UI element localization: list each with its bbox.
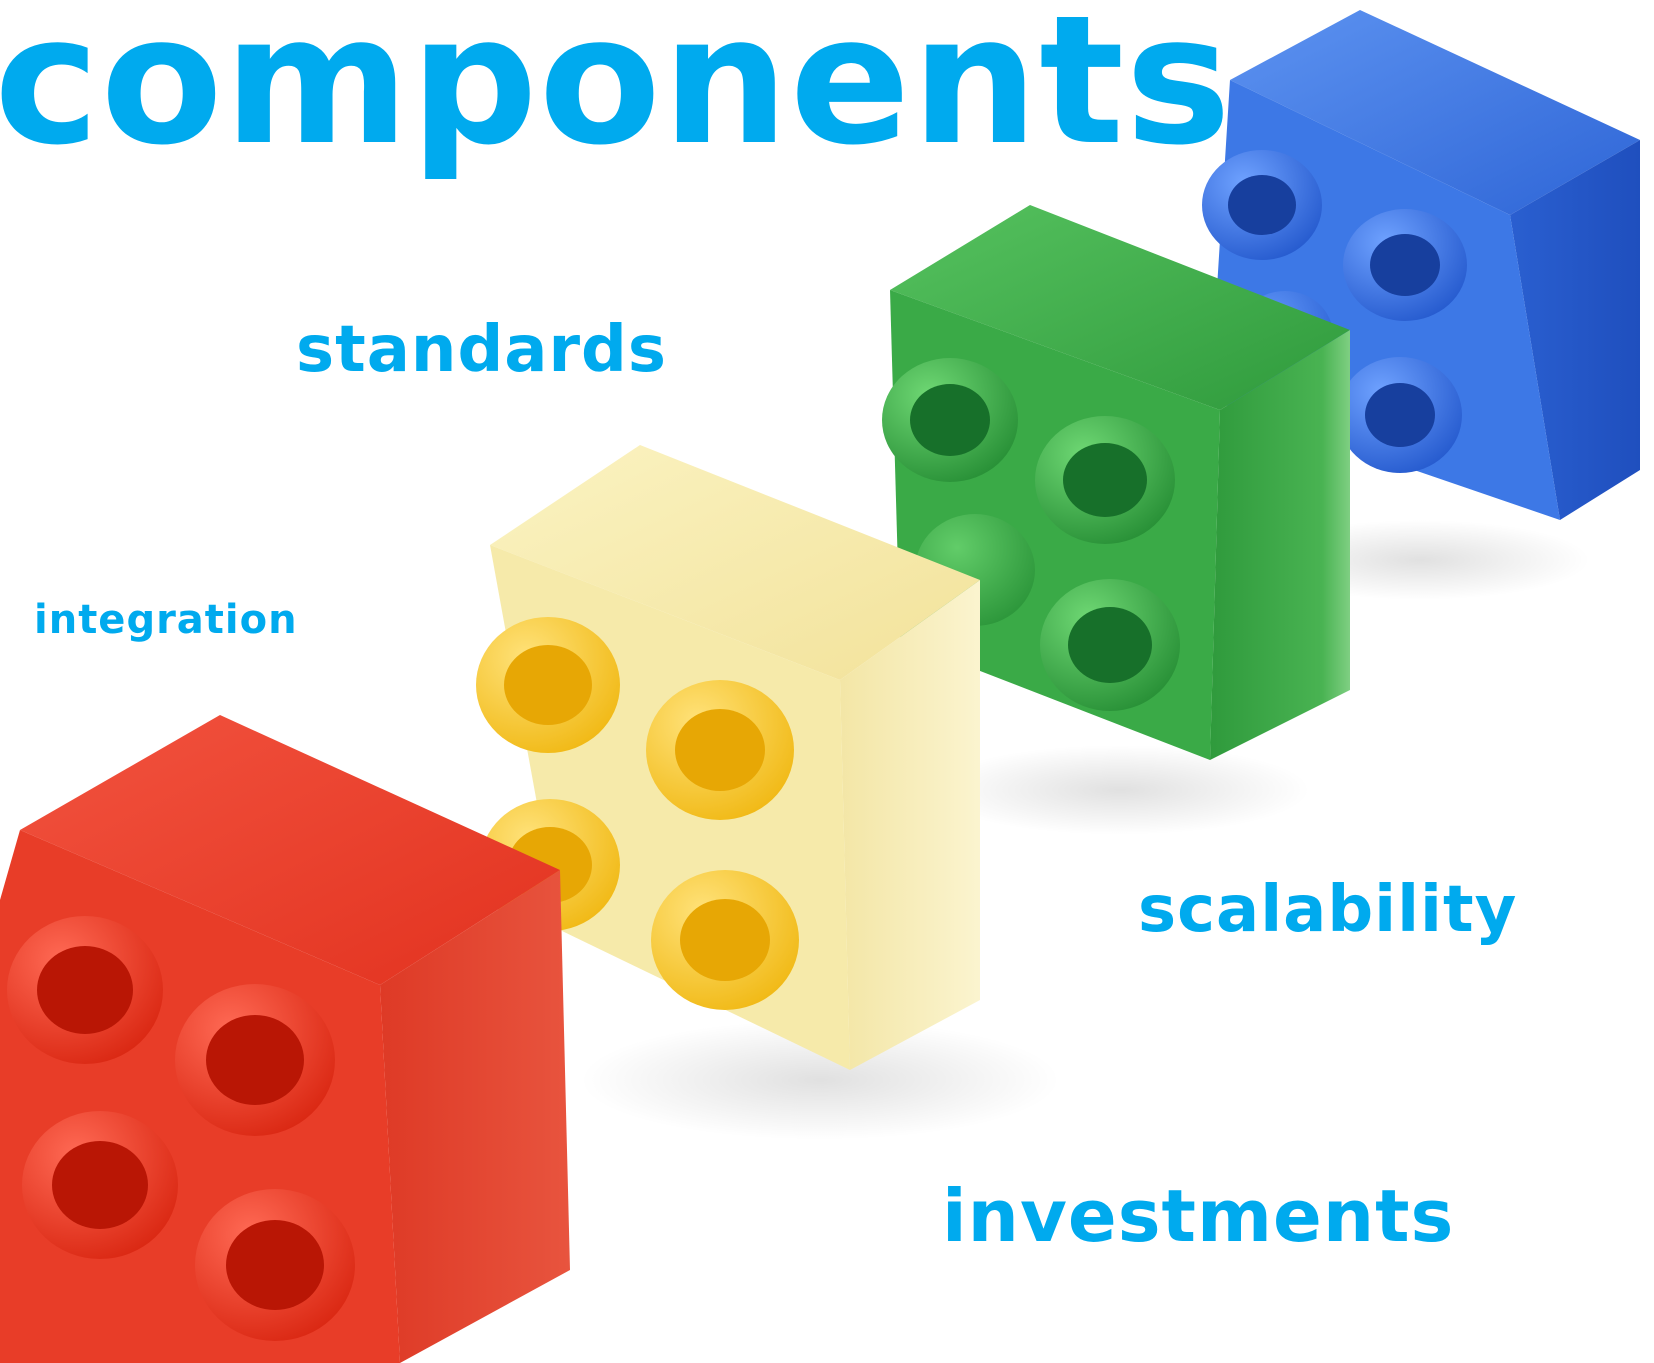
word-scalability: scalability bbox=[1138, 873, 1518, 947]
green-brick bbox=[882, 205, 1350, 760]
word-components: components bbox=[0, 0, 1233, 184]
word-standards: standards bbox=[296, 313, 667, 387]
red-brick bbox=[0, 715, 570, 1363]
word-investments: investments bbox=[942, 1174, 1455, 1258]
word-integration: integration bbox=[34, 597, 298, 643]
